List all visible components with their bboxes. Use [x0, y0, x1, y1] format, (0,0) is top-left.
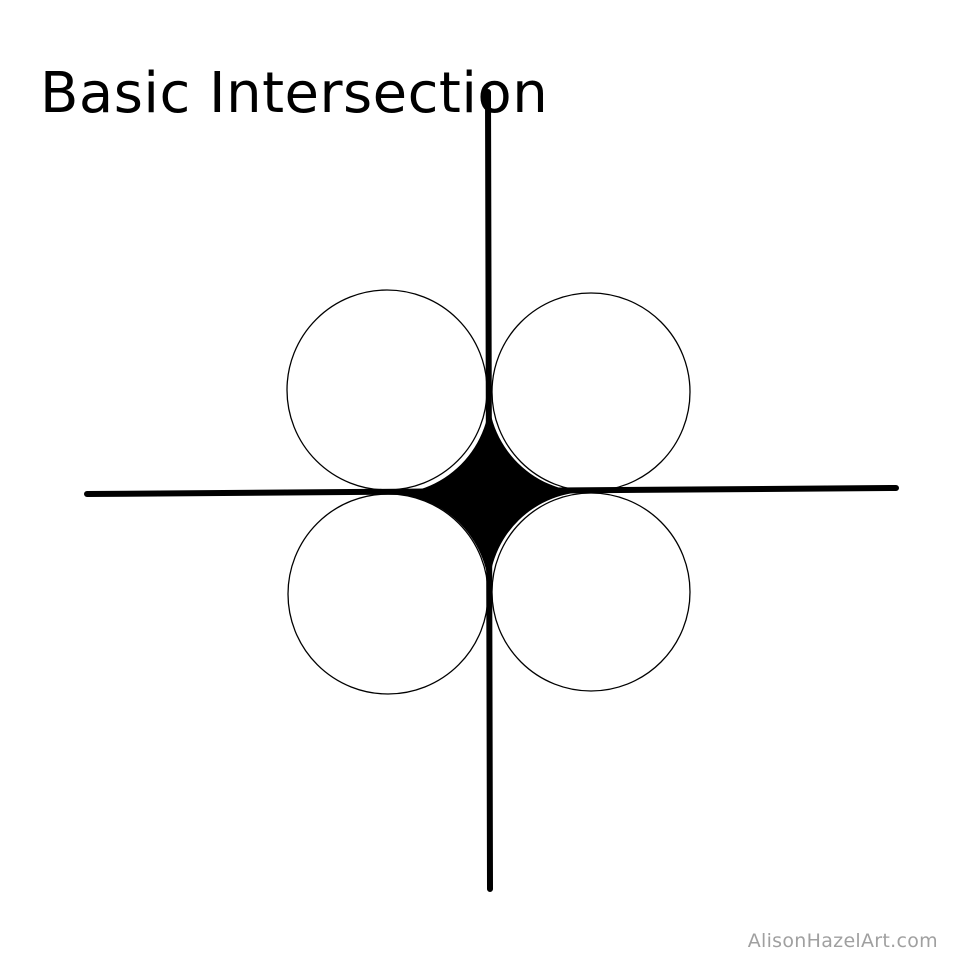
- circle-bottom-right: [491, 492, 691, 692]
- watermark-text: AlisonHazelArt.com: [747, 930, 938, 952]
- circle-top-right: [491, 292, 691, 492]
- circle-top-left: [286, 289, 488, 491]
- circle-bottom-left: [287, 493, 489, 695]
- diagram-title: Basic Intersection: [40, 61, 549, 126]
- vertical-line: [485, 89, 493, 892]
